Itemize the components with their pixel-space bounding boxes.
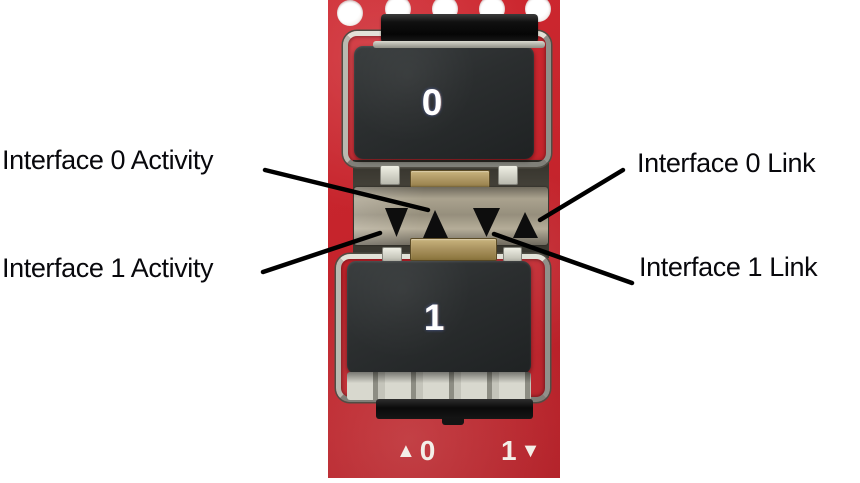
board-photo: 0 1 ▲ 0 1 ▼: [328, 0, 560, 478]
lower-solder-pad: [410, 238, 497, 261]
metal-tab: [382, 247, 402, 262]
port-0-label: 0: [421, 81, 443, 123]
bottom-connector-notch: [442, 418, 464, 425]
label-interface-0-activity: Interface 0 Activity: [2, 145, 214, 175]
silkscreen-port1-number: 1: [501, 435, 517, 466]
up-triangle-icon: ▲: [396, 440, 416, 462]
label-interface-0-link: Interface 0 Link: [637, 148, 816, 178]
metal-tab: [503, 247, 522, 262]
silkscreen-port0-number: 0: [419, 435, 436, 466]
port-0-body: 0: [354, 46, 534, 159]
top-connector-bar: [381, 14, 538, 43]
label-interface-1-link: Interface 1 Link: [639, 252, 818, 282]
port-1-body: 1: [347, 261, 531, 374]
port-1-label: 1: [423, 296, 445, 338]
cage-top-edge: [373, 41, 545, 48]
bottom-connector-bar: [376, 399, 533, 419]
port-1-bottom-contacts: [347, 372, 531, 400]
label-interface-1-activity: Interface 1 Activity: [2, 253, 214, 283]
mounting-hole: [337, 0, 363, 26]
metal-tab: [498, 165, 518, 185]
down-triangle-icon: ▼: [520, 440, 541, 462]
silkscreen-port0-marking: ▲ 0: [396, 435, 436, 466]
silkscreen-port1-marking: 1 ▼: [501, 435, 541, 466]
metal-tab: [380, 165, 400, 185]
led-panel: [354, 187, 548, 245]
